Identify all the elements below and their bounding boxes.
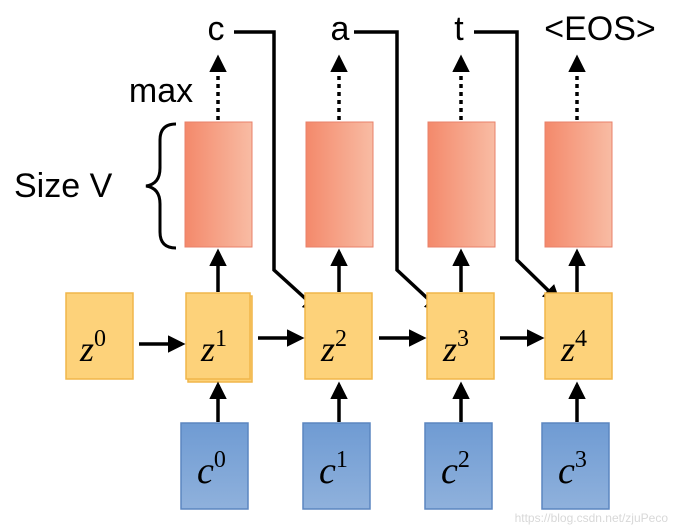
output-distribution-3 xyxy=(427,121,496,248)
hidden-state-z1 xyxy=(185,292,251,380)
hidden-state-z0 xyxy=(65,292,134,380)
feedback-arrow-c xyxy=(234,30,321,313)
feedback-arrow-t xyxy=(474,30,561,303)
input-box-c3 xyxy=(541,422,610,510)
hidden-label-z2: z2 xyxy=(320,326,347,369)
input-label-c0: c0 xyxy=(197,447,226,492)
size-v-label: Size V xyxy=(14,167,113,205)
input-box-c1 xyxy=(302,422,371,510)
hidden-state-z2 xyxy=(304,292,373,380)
hidden-label-z0: z0 xyxy=(79,326,106,369)
hidden-state-z4 xyxy=(544,292,613,380)
input-box-c0 xyxy=(180,422,249,510)
input-label-c1: c1 xyxy=(319,447,348,492)
hidden-label-z3: z3 xyxy=(442,326,469,369)
output-distribution-1 xyxy=(184,121,253,248)
input-label-c3: c3 xyxy=(558,447,587,492)
input-box-c2 xyxy=(424,422,493,510)
hidden-label-z1: z1 xyxy=(200,326,227,369)
feedback-arrow-a xyxy=(354,30,443,313)
watermark: https://blog.csdn.net/zjuPeco xyxy=(515,511,669,525)
size-brace xyxy=(145,122,177,250)
hidden-state-z3 xyxy=(426,292,495,380)
output-distribution-2 xyxy=(305,121,374,248)
output-token-eos: <EOS> xyxy=(544,10,656,48)
hidden-label-z4: z4 xyxy=(560,326,587,369)
output-distribution-4 xyxy=(544,121,613,248)
input-label-c2: c2 xyxy=(441,447,470,492)
output-token-a: a xyxy=(331,10,350,48)
output-token-t: t xyxy=(454,10,464,48)
output-token-c: c xyxy=(208,10,225,48)
max-label: max xyxy=(129,72,193,110)
